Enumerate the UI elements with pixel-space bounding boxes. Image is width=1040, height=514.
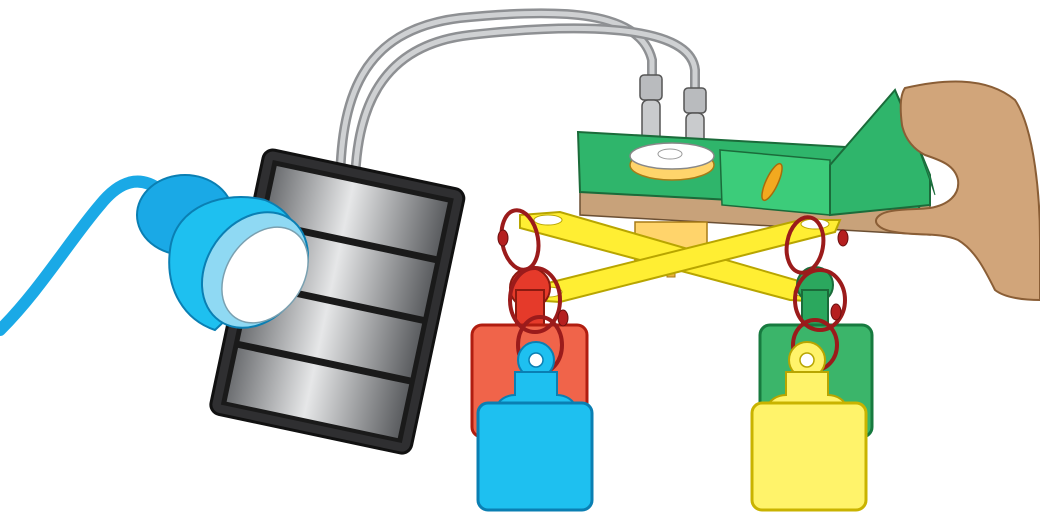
- connector-left: [640, 75, 662, 145]
- lamp-cord: [0, 182, 160, 330]
- motor-top: [630, 143, 714, 180]
